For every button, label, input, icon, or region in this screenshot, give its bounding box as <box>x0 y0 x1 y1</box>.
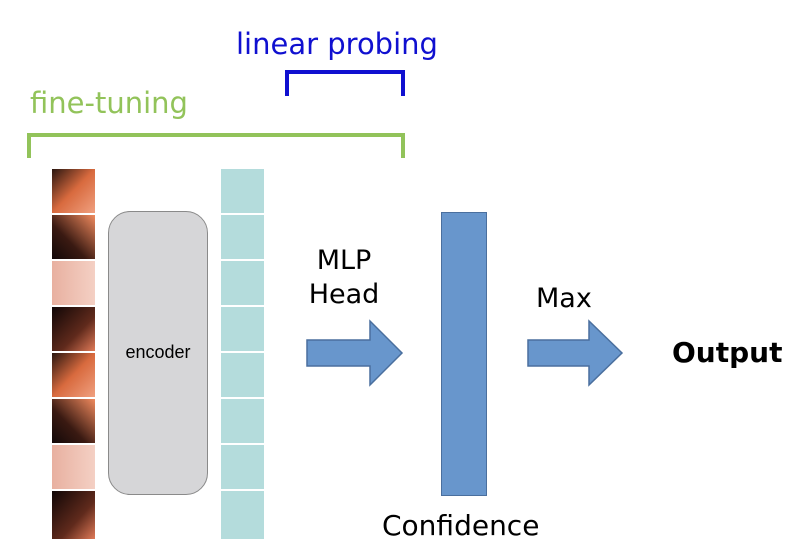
confidence-bar <box>441 212 487 496</box>
token <box>221 169 264 213</box>
token <box>221 261 264 305</box>
token-embeddings <box>221 169 264 539</box>
fine-tuning-label: fine-tuning <box>30 86 188 120</box>
token-strip <box>221 169 264 539</box>
mlp-head-line1: MLP <box>316 245 372 276</box>
image-patch <box>52 215 95 259</box>
mlp-head-label: MLP Head <box>296 244 392 312</box>
max-label: Max <box>536 283 592 314</box>
token <box>221 491 264 539</box>
image-patch <box>52 169 95 213</box>
confidence-label: Confidence <box>382 509 540 542</box>
mlp-head-arrow-icon <box>306 319 404 387</box>
image-patch <box>52 445 95 489</box>
token <box>221 445 264 489</box>
output-label: Output <box>672 336 783 369</box>
image-patch <box>52 307 95 351</box>
image-patch-strip <box>52 169 95 539</box>
image-patch <box>52 491 95 539</box>
linear-probing-label: linear probing <box>236 27 438 61</box>
token <box>221 353 264 397</box>
token <box>221 307 264 351</box>
max-arrow-icon <box>527 319 624 387</box>
mlp-head-line2: Head <box>308 278 380 310</box>
image-patches <box>52 169 95 539</box>
token <box>221 215 264 259</box>
token <box>221 399 264 443</box>
encoder-label: encoder <box>125 342 191 362</box>
image-patch <box>52 261 95 305</box>
image-patch <box>52 353 95 397</box>
image-patch <box>52 399 95 443</box>
encoder-block <box>108 211 208 495</box>
